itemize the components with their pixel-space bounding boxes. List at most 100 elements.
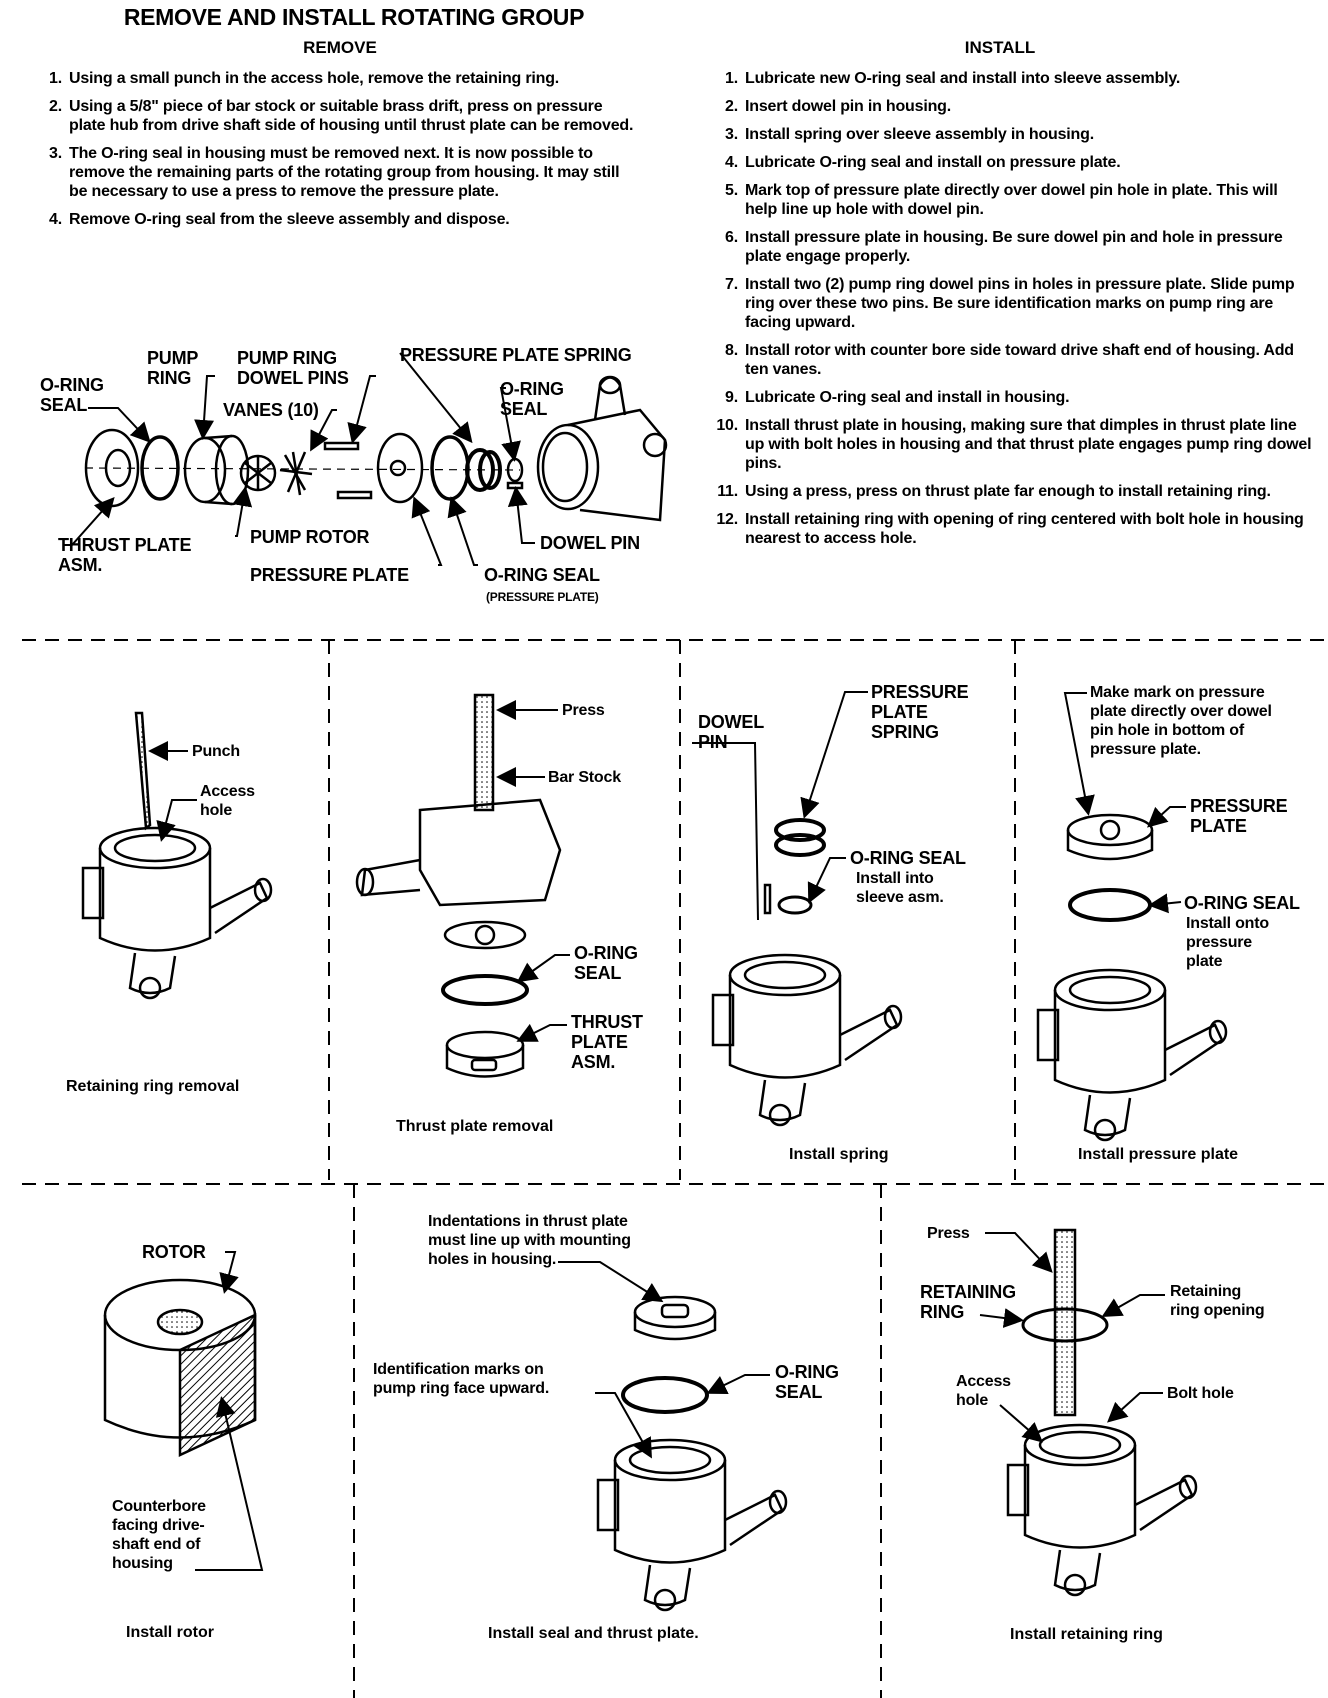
install-step: 3. Install spring over sleeve assembly in…: [712, 125, 1312, 144]
dividers: [22, 639, 1328, 1698]
label-vanes: VANES (10): [223, 400, 319, 420]
label-press: Press: [927, 1225, 970, 1242]
step-text: Install thrust plate in housing, making …: [745, 417, 1312, 472]
caption-install-seal-thrust-plate: Install seal and thrust plate.: [488, 1625, 699, 1642]
step-text: Install rotor with counter bore side tow…: [745, 342, 1294, 378]
step-text: Using a 5/8" piece of bar stock or suita…: [69, 98, 634, 134]
pump-housing-part: [536, 375, 668, 522]
label-o-ring-seal-housing: O-RING SEAL: [500, 379, 564, 419]
remove-heading: REMOVE: [303, 38, 377, 57]
label-access-hole: Access hole: [200, 783, 255, 819]
remove-steps: 1. Using a small punch in the access hole…: [36, 69, 636, 238]
step-number: 2.: [49, 98, 62, 115]
label-counterbore-note: Counterbore facing drive- shaft end of h…: [112, 1498, 206, 1572]
step-text: Install spring over sleeve assembly in h…: [745, 126, 1094, 143]
caption-install-spring: Install spring: [789, 1146, 889, 1163]
label-indentations-note: Indentations in thrust plate must line u…: [428, 1213, 631, 1268]
dowel-pin-part: [323, 441, 360, 451]
caption-thrust-plate-removal: Thrust plate removal: [396, 1118, 554, 1135]
label-bar-stock: Bar Stock: [548, 769, 621, 786]
step-number: 11.: [717, 483, 738, 500]
retaining-ring-removal-drawing: [81, 711, 273, 1000]
label-pressure-plate: PRESSURE PLATE: [1190, 796, 1288, 836]
step-number: 12.: [716, 511, 738, 528]
remove-step: 3. The O-ring seal in housing must be rem…: [36, 144, 636, 201]
label-retaining-ring-opening: Retaining ring opening: [1170, 1283, 1265, 1319]
label-o-ring-note: Install into sleeve asm.: [856, 870, 944, 906]
install-step: 2.Insert dowel pin in housing.: [712, 97, 1312, 116]
step-text: Install pressure plate in housing. Be su…: [745, 229, 1283, 265]
label-pressure-plate-note: (PRESSURE PLATE): [486, 590, 599, 604]
label-dowel-pin: DOWEL PIN: [540, 533, 640, 553]
label-retaining-ring: RETAINING RING: [920, 1282, 1016, 1322]
step-number: 10.: [716, 417, 738, 434]
install-step: 8. Install rotor with counter bore side t…: [712, 341, 1312, 379]
step-text: Install two (2) pump ring dowel pins in …: [745, 276, 1295, 331]
step-number: 8.: [725, 342, 738, 359]
install-seal-thrust-drawing: [558, 1261, 788, 1612]
step-number: 7.: [725, 276, 738, 293]
install-step: 4. Lubricate O-ring seal and install on p…: [712, 153, 1312, 172]
label-press: Press: [562, 702, 605, 719]
label-pump-rotor: PUMP ROTOR: [250, 527, 370, 547]
install-step: 12. Install retaining ring with opening o…: [712, 510, 1312, 548]
remove-step: 2. Using a 5/8" piece of bar stock or sui…: [36, 97, 636, 135]
vanes-part: [279, 451, 313, 496]
o-ring-pp-part: [430, 435, 470, 501]
label-pressure-plate: PRESSURE PLATE: [250, 565, 409, 585]
step-text: The O-ring seal in housing must be remov…: [69, 145, 620, 200]
label-punch: Punch: [192, 743, 240, 760]
label-o-ring-seal-pressure-plate: O-RING SEAL: [484, 565, 600, 585]
caption-install-retaining-ring: Install retaining ring: [1010, 1626, 1163, 1643]
step-number: 1.: [49, 70, 62, 87]
install-retaining-ring-drawing: [979, 1228, 1198, 1597]
install-rotor-drawing: [103, 1251, 264, 1571]
label-pressure-plate-spring: PRESSURE PLATE SPRING: [400, 345, 632, 365]
install-step: 6.Install pressure plate in housing. Be …: [712, 228, 1312, 266]
o-ring-part: [140, 435, 180, 501]
step-text: Lubricate new O-ring seal and install in…: [745, 70, 1181, 87]
label-o-ring-seal: O-RING SEAL: [850, 848, 966, 868]
install-step: 5. Mark top of pressure plate directly ov…: [712, 181, 1312, 219]
step-number: 9.: [725, 389, 738, 406]
label-identification-note: Identification marks on pump ring face u…: [373, 1361, 550, 1397]
label-o-ring-seal: O-RING SEAL: [574, 943, 638, 983]
label-rotor: ROTOR: [142, 1242, 206, 1262]
spring-part: [465, 448, 495, 492]
label-o-ring-seal: O-RING SEAL: [775, 1362, 839, 1402]
step-number: 4.: [725, 154, 738, 171]
label-o-ring-seal: O-RING SEAL: [1184, 893, 1300, 913]
step-number: 2.: [725, 98, 738, 115]
label-pressure-plate-spring: PRESSURE PLATE SPRING: [871, 682, 969, 742]
install-pressure-plate-drawing: [1036, 692, 1228, 1142]
page-title: REMOVE AND INSTALL ROTATING GROUP: [123, 4, 585, 30]
label-pump-ring-dowel-pins: PUMP RING DOWEL PINS: [237, 348, 349, 388]
step-number: 5.: [725, 182, 738, 199]
thrust-plate-removal-drawing: [355, 693, 570, 1078]
label-thrust-plate-asm: THRUST PLATE ASM.: [571, 1012, 643, 1072]
step-text: Using a press, press on thrust plate far…: [745, 483, 1271, 500]
remove-step: 4. Remove O-ring seal from the sleeve ass…: [36, 210, 636, 229]
install-step: 7. Install two (2) pump ring dowel pins i…: [712, 275, 1312, 332]
install-spring-drawing: [692, 691, 903, 1127]
label-dowel-pin: DOWEL PIN: [698, 712, 764, 752]
step-number: 4.: [49, 211, 62, 228]
step-text: Lubricate O-ring seal and install on pre…: [745, 154, 1121, 171]
label-access-hole: Access hole: [956, 1373, 1011, 1409]
label-pump-ring: PUMP RING: [147, 348, 199, 388]
install-steps: 1. Lubricate new O-ring seal and install …: [712, 69, 1312, 557]
step-text: Install retaining ring with opening of r…: [745, 511, 1304, 547]
step-text: Using a small punch in the access hole, …: [69, 70, 560, 87]
label-thrust-plate-asm: THRUST PLATE ASM.: [58, 535, 192, 575]
step-text: Lubricate O-ring seal and install in hou…: [745, 389, 1070, 406]
step-number: 1.: [725, 70, 738, 87]
pressure-plate-part: [376, 432, 424, 504]
step-text: Mark top of pressure plate directly over…: [745, 182, 1278, 218]
install-step: 9. Lubricate O-ring seal and install in h…: [712, 388, 1312, 407]
step-number: 3.: [49, 145, 62, 162]
label-bolt-hole: Bolt hole: [1167, 1385, 1234, 1402]
step-number: 3.: [725, 126, 738, 143]
exploded-view-drawing: [64, 352, 668, 566]
step-text: Remove O-ring seal from the sleeve assem…: [69, 211, 510, 228]
